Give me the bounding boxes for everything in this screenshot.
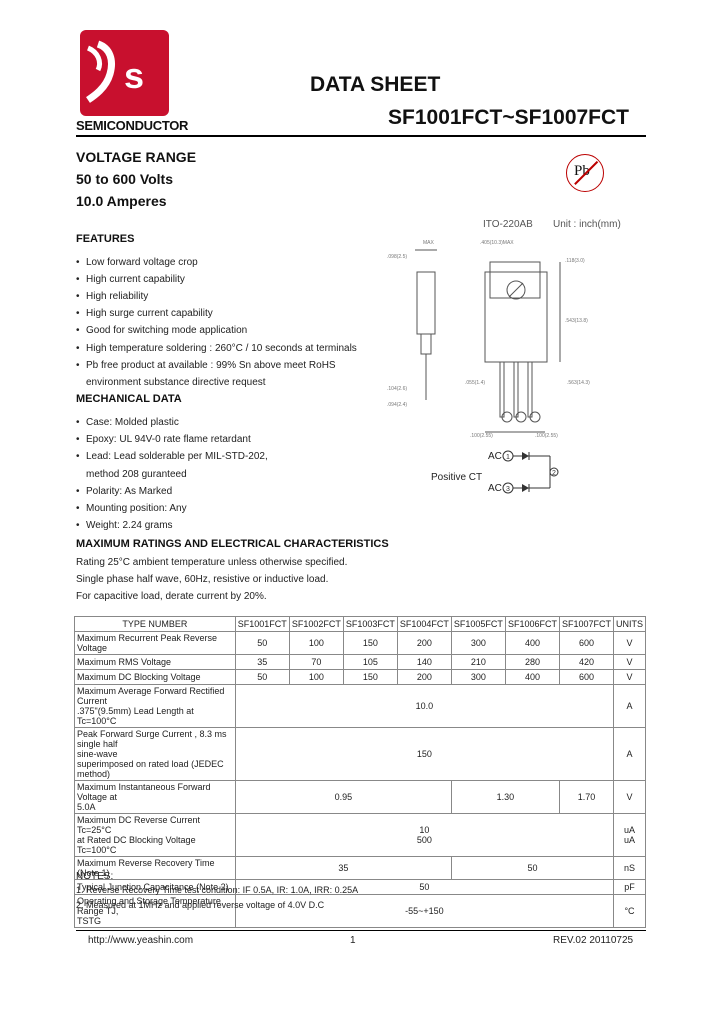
current-value: 10.0 Amperes (76, 193, 167, 209)
notes-heading: NOTES: (76, 871, 114, 882)
svg-text:3: 3 (506, 486, 510, 493)
svg-text:MAX: MAX (423, 240, 435, 246)
page-number: 1 (350, 935, 356, 946)
voltage-range-heading: VOLTAGE RANGE (76, 149, 197, 165)
table-row: Peak Forward Surge Current , 8.3 ms sing… (74, 727, 646, 781)
svg-text:.104(2.6): .104(2.6) (387, 386, 407, 392)
note-2: 2. Measured at 1MHz and applied reverse … (76, 900, 325, 910)
header-rule (76, 135, 646, 137)
company-logo: s (80, 30, 169, 116)
features-heading: FEATURES (76, 233, 135, 245)
table-header-row: TYPE NUMBER SF1001FCT SF1002FCT SF1003FC… (74, 616, 646, 632)
feature-item: •High temperature soldering : 260°C / 10… (76, 343, 357, 354)
package-outline-drawing: .405(10.3)MAX MAX .098(2.5) .118(3.0) .5… (387, 240, 590, 439)
mechanical-item: •Weight: 2.24 grams (76, 520, 173, 531)
mechanical-item-continued: method 208 guranteed (86, 469, 187, 480)
feature-item: •High reliability (76, 291, 149, 302)
website-link[interactable]: http://www.yeashin.com (88, 935, 194, 946)
table-row: Maximum Recurrent Peak Reverse Voltage 5… (74, 631, 646, 655)
dimension-label: .405(10.3)MAX (480, 240, 514, 246)
mechanical-item: •Polarity: As Marked (76, 486, 173, 497)
document-title: DATA SHEET (310, 73, 441, 96)
feature-item: •Pb free product at available : 99% Sn a… (76, 360, 336, 371)
svg-text:.543(13.8): .543(13.8) (565, 318, 588, 324)
mechanical-item: •Epoxy: UL 94V-0 rate flame retardant (76, 434, 251, 445)
feature-item-continued: environment substance directive request (86, 377, 266, 388)
rating-note: Rating 25°C ambient temperature unless o… (76, 557, 348, 568)
svg-text:.118(3.0): .118(3.0) (565, 258, 585, 264)
mechanical-heading: MECHANICAL DATA (76, 393, 182, 405)
svg-text:.563(14.3): .563(14.3) (567, 380, 590, 386)
rating-note: For capacitive load, derate current by 2… (76, 591, 267, 602)
svg-text:.094(2.4): .094(2.4) (387, 402, 407, 408)
positive-ct-label: Positive CT (431, 472, 483, 483)
voltage-value: 50 to 600 Volts (76, 171, 174, 187)
pb-free-badge: Pb (566, 154, 604, 192)
svg-text:.055(1.4): .055(1.4) (465, 380, 485, 386)
ac-pin-1-label: AC (488, 451, 502, 462)
table-row: Maximum Average Forward Rectified Curren… (74, 684, 646, 728)
package-label: ITO-220AB (483, 219, 533, 230)
characteristics-table: TYPE NUMBER SF1001FCT SF1002FCT SF1003FC… (74, 616, 646, 928)
table-row: Maximum Instantaneous Forward Voltage at… (74, 780, 646, 814)
svg-text:.100(2.55): .100(2.55) (535, 433, 558, 439)
footer-rule (76, 930, 646, 931)
mechanical-item: •Case: Molded plastic (76, 417, 179, 428)
feature-item: •Good for switching mode application (76, 325, 248, 336)
svg-text:2: 2 (552, 470, 556, 477)
svg-text:1: 1 (506, 454, 510, 461)
ac-pin-3-label: AC (488, 483, 502, 494)
part-range-title: SF1001FCT~SF1007FCT (388, 106, 630, 129)
rating-note: Single phase half wave, 60Hz, resistive … (76, 574, 329, 585)
feature-item: •Low forward voltage crop (76, 257, 198, 268)
svg-text:.100(2.55): .100(2.55) (470, 433, 493, 439)
circuit-schematic: 1 3 2 (502, 450, 559, 494)
revision-label: REV.02 20110725 (553, 935, 634, 946)
table-row: Operating and Storage Temperature Range … (74, 894, 646, 928)
mechanical-item: •Mounting position: Any (76, 503, 187, 514)
feature-item: •High current capability (76, 274, 185, 285)
feature-item: •High surge current capability (76, 308, 213, 319)
svg-text:.098(2.5): .098(2.5) (387, 254, 407, 260)
note-1: 1. Reverse Recovery Time test condition:… (76, 885, 359, 895)
table-row: Maximum Reverse Recovery Time (Note 1) 3… (74, 856, 646, 880)
ratings-heading: MAXIMUM RATINGS AND ELECTRICAL CHARACTER… (76, 538, 389, 550)
mechanical-item: •Lead: Lead solderable per MIL-STD-202, (76, 451, 268, 462)
unit-label: Unit : inch(mm) (553, 219, 621, 230)
svg-text:s: s (124, 55, 144, 96)
company-name: SEMICONDUCTOR (76, 118, 189, 133)
